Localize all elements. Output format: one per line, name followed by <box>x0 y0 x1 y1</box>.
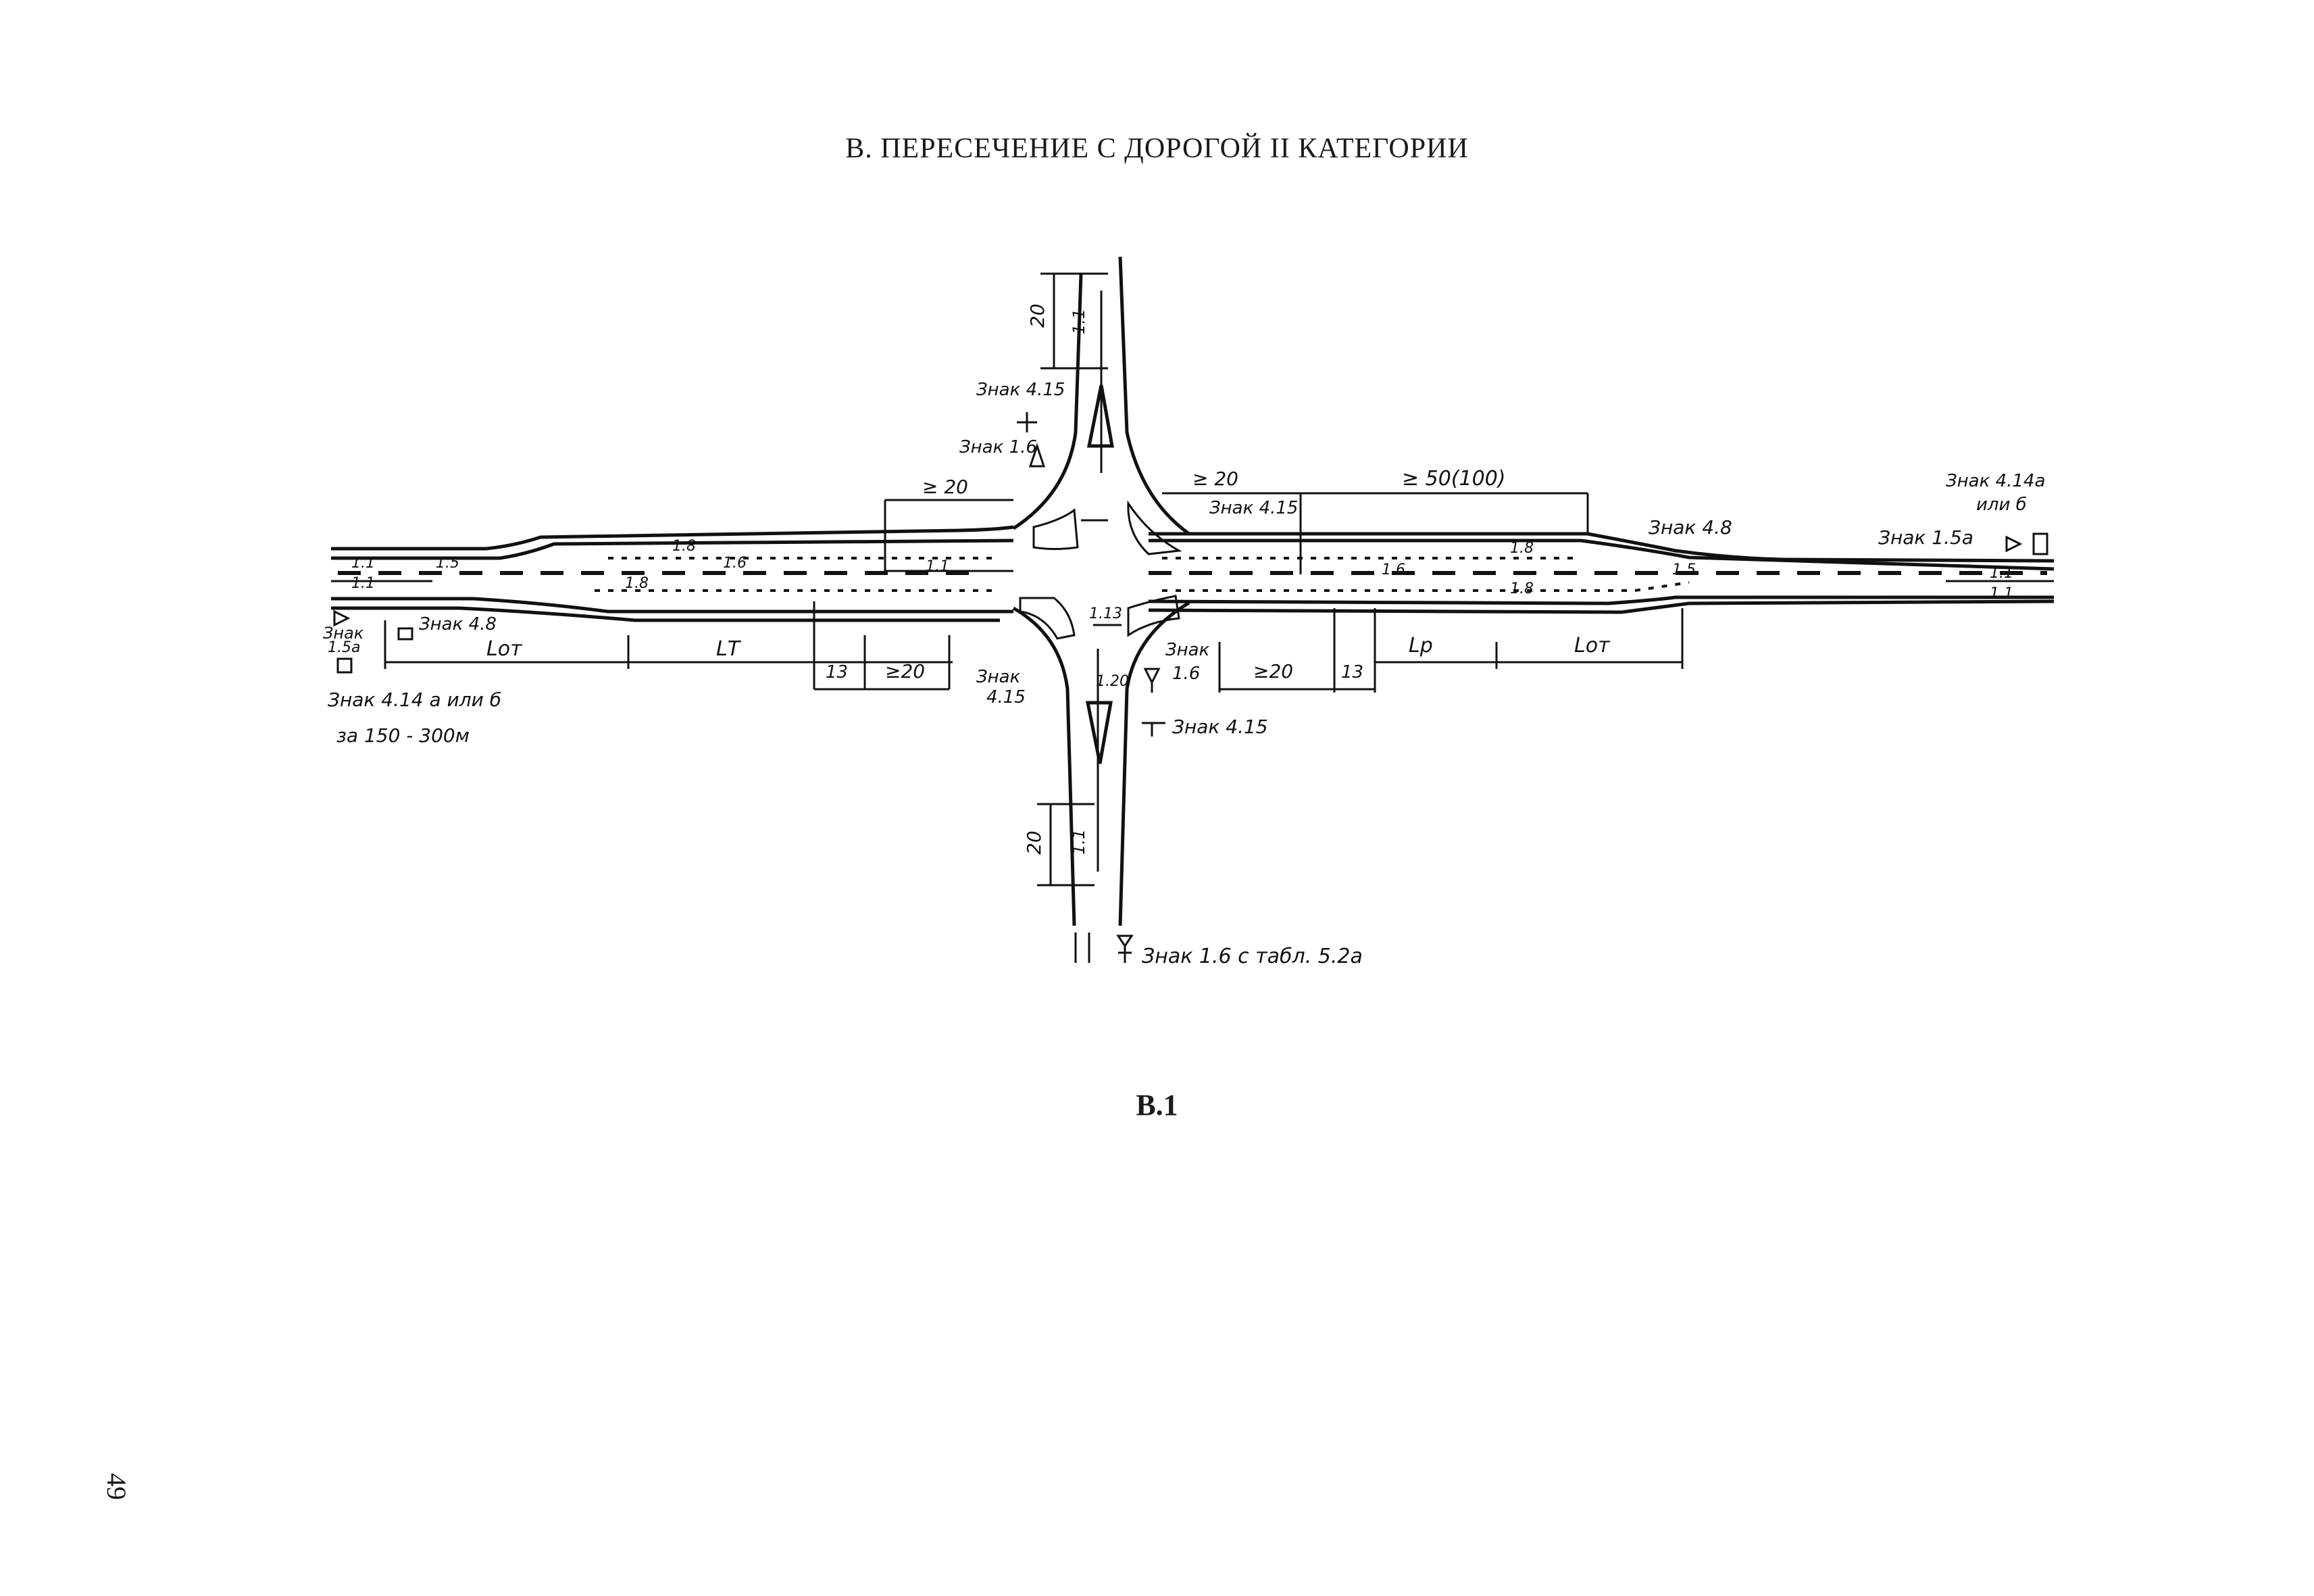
sign-label-4-14-left: Знак 4.14 а или б <box>328 689 501 711</box>
sign-4-8-left-icon <box>397 627 413 641</box>
sign-label-1-6-top: Знак 1.6 <box>959 437 1037 457</box>
sign-label-4-8-right: Знак 4.8 <box>1649 516 1732 539</box>
dim-label-13-left: 13 <box>826 662 848 682</box>
mark-label-1-1-center: 1.1 <box>926 558 949 575</box>
sign-label-1-6-low-2: 1.6 <box>1172 664 1200 684</box>
mark-label-1-8-c: 1.8 <box>1510 540 1534 557</box>
mark-label-1-20: 1.20 <box>1096 673 1129 690</box>
sign-1-6-low-icon <box>1143 668 1161 693</box>
main-road-top-edge-left <box>331 525 1014 551</box>
dim-label-lot-left: Lот <box>486 637 523 661</box>
dim-label-ge20-right: ≥ 20 <box>1192 468 1238 490</box>
secondary-road-south-left-edge <box>1012 606 1076 926</box>
secondary-road-north-right-edge <box>1118 256 1190 536</box>
dim-ge20-right <box>1162 492 1302 574</box>
mark-label-1-5-left: 1.5 <box>436 555 459 572</box>
dim-label-ge20-low-left: ≥20 <box>885 660 925 682</box>
secondary-road-north-left-edge <box>1012 273 1083 530</box>
sign-1-5a-right-icon <box>2005 532 2048 555</box>
sign-label-4-15-low-right: Знак 4.15 <box>1172 716 1268 738</box>
sign-4-15-low-icon <box>1142 722 1165 737</box>
island-south <box>1085 701 1113 764</box>
mark-label-1-5-right: 1.5 <box>1672 562 1696 578</box>
dim-label-20-bottom: 20 <box>1023 830 1045 855</box>
mark-label-1-1-left-b: 1.1 <box>351 575 375 592</box>
main-road-bottom-edge-left-outer <box>331 606 1000 622</box>
main-road-bottom-edge-right-outer <box>1148 599 2055 614</box>
dim-label-ge50: ≥ 50(100) <box>1402 467 1506 491</box>
dim-label-13-right: 13 <box>1341 662 1363 682</box>
island-se <box>1127 595 1180 637</box>
sign-label-1-6-low-1: Знак <box>1165 640 1210 660</box>
dim-ge20-left <box>884 499 1013 572</box>
sign-label-1-5a-right: Знак 1.5а <box>1878 526 1973 549</box>
dim-label-lt: LТ <box>716 637 742 661</box>
mark-label-1-1-right-b: 1.1 <box>1990 585 2013 602</box>
sign-label-or-b-right: или б <box>1976 495 2027 515</box>
mark-label-1-8-a: 1.8 <box>672 538 696 555</box>
sign-label-4-15-right: Знак 4.15 <box>1209 498 1298 518</box>
sign-label-1-5a-left-2: 1.5а <box>328 639 360 656</box>
mark-label-1-8-b: 1.8 <box>625 575 649 592</box>
sign-1-6-bottom-icon <box>1074 932 1134 963</box>
mark-label-1-1-right-a: 1.1 <box>1990 565 2013 582</box>
dim-low-right <box>1218 608 1684 693</box>
dim-ge50 <box>1301 492 1589 534</box>
mark-label-1-1-left-a: 1.1 <box>351 555 375 572</box>
sign-label-distance-left: за 150 - 300м <box>336 724 470 747</box>
mark-label-1-1-bottom: 1.1 <box>1070 829 1088 855</box>
figure-caption: В.1 <box>1136 1089 1178 1122</box>
main-road-bottom-edge-left <box>331 597 1013 614</box>
sign-label-4-14a-right: Знак 4.14а <box>1946 471 2045 491</box>
island-north <box>1086 384 1114 448</box>
dim-label-ge20-low-right: ≥20 <box>1253 660 1293 682</box>
dim-label-lot-right: Lот <box>1574 634 1611 657</box>
secondary-road-south-right-edge <box>1118 601 1190 926</box>
main-road-top-edge-right-outer <box>1149 539 2055 571</box>
mark-label-1-13: 1.13 <box>1089 605 1122 622</box>
island-nw <box>1032 508 1079 550</box>
page-number: 49 <box>101 1473 132 1500</box>
dim-20-bottom <box>1037 803 1095 887</box>
mark-label-1-6-a: 1.6 <box>723 555 747 572</box>
dim-20-top <box>1040 272 1108 370</box>
island-sw <box>1019 597 1076 640</box>
sign-label-4-15-low-left-2: 4.15 <box>986 687 1026 707</box>
dim-label-ge20-left: ≥ 20 <box>922 476 968 498</box>
mark-label-1-8-d: 1.8 <box>1510 580 1534 597</box>
sign-label-4-15-top: Знак 4.15 <box>976 380 1065 400</box>
mark-label-1-1-top: 1.1 <box>1070 309 1088 334</box>
sign-label-4-15-low-left-1: Знак <box>976 667 1021 687</box>
sign-label-1-6-bottom: Знак 1.6 с табл. 5.2а <box>1142 945 1363 968</box>
lane-line-1-8-lower-right <box>1162 581 1690 592</box>
main-road-bottom-edge-right <box>1148 595 2054 605</box>
island-ne <box>1127 500 1182 555</box>
dim-label-lp: Lр <box>1409 634 1433 657</box>
sign-1-5a-left-icon <box>333 609 353 674</box>
dim-label-20-top: 20 <box>1026 303 1049 328</box>
main-road-top-edge-left-outer <box>331 539 1014 560</box>
mark-label-1-6-b: 1.6 <box>1382 562 1405 578</box>
sign-1-6-top-icon <box>1028 443 1046 468</box>
sign-label-4-8-left: Знак 4.8 <box>419 614 497 634</box>
sign-label-1-5a-left-1: Знак <box>323 624 364 643</box>
page-title: В. ПЕРЕСЕЧЕНИЕ С ДОРОГОЙ II КАТЕГОРИИ <box>845 133 1469 164</box>
sign-4-15-top-icon <box>1017 412 1037 432</box>
dim-low-left <box>384 601 953 691</box>
